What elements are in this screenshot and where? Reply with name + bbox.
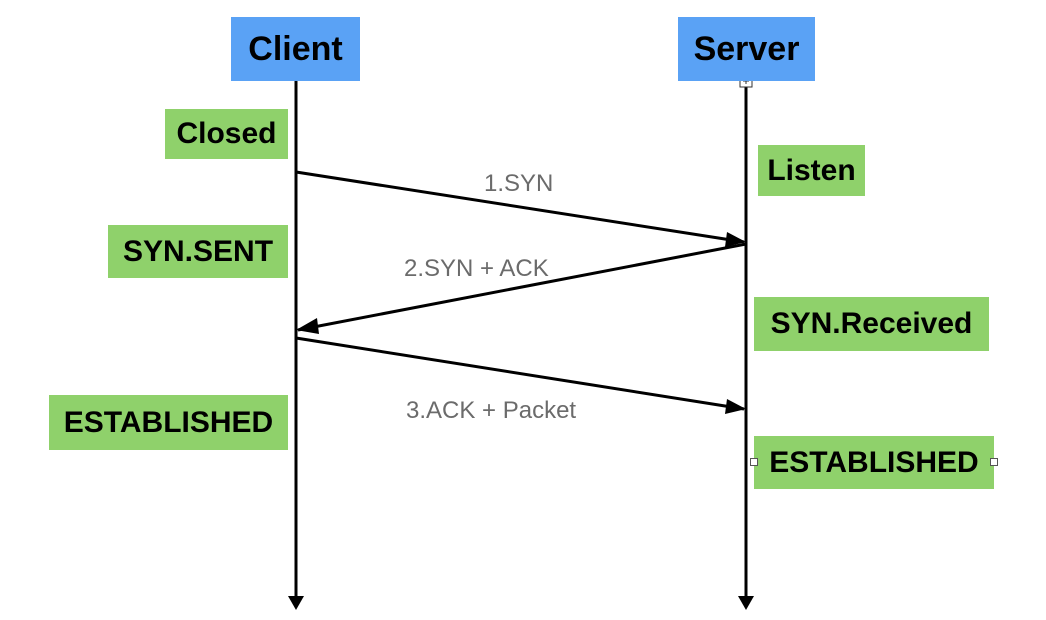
message-label-ack-packet: 3.ACK + Packet — [406, 397, 577, 424]
server-state-listen: Listen — [758, 145, 865, 196]
message-label-syn: 1.SYN — [484, 170, 554, 197]
message-arrow-syn-ack — [297, 242, 747, 332]
message-arrowhead-syn-ack — [296, 318, 319, 334]
server-lifeline-arrowhead — [738, 596, 754, 610]
message-label-syn-ack: 2.SYN + ACK — [404, 255, 549, 282]
message-arrow-ack-packet — [295, 336, 745, 411]
message-arrow-syn — [295, 170, 745, 244]
message-arrowhead-syn — [725, 232, 746, 247]
resize-handle-right[interactable] — [990, 458, 998, 466]
client-state-syn-sent: SYN.SENT — [108, 225, 288, 278]
resize-handle-left[interactable] — [750, 458, 758, 466]
client-state-closed: Closed — [165, 109, 288, 159]
server-state-syn-received: SYN.Received — [754, 297, 989, 351]
actor-client: Client — [231, 17, 360, 81]
actor-server: Server — [678, 17, 815, 81]
client-state-established: ESTABLISHED — [49, 395, 288, 450]
client-lifeline-arrowhead — [288, 596, 304, 610]
message-arrowhead-ack-packet — [725, 399, 746, 414]
server-state-established[interactable]: ESTABLISHED — [754, 436, 994, 489]
